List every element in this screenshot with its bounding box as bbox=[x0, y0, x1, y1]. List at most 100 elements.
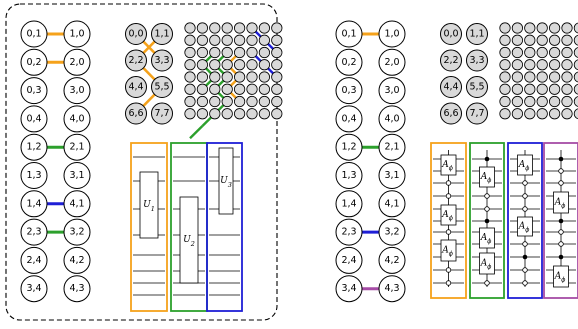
left-pair-node-0-b: 1,0 bbox=[63, 20, 91, 48]
right-control-dot bbox=[445, 180, 452, 186]
left-grid-site-label: 7,7 bbox=[154, 108, 169, 119]
left-grid-site-2: 2,2 bbox=[125, 49, 147, 72]
right-pair-node-5-b: 3,1 bbox=[378, 162, 406, 189]
left-grid-small-site bbox=[196, 95, 208, 108]
left-gate-subscript: 1 bbox=[151, 205, 155, 213]
left-grid-site-5: 5,5 bbox=[151, 76, 173, 98]
right-grid-small-site bbox=[524, 83, 536, 95]
left-grid-small-site bbox=[184, 71, 196, 83]
right-grid-small-site bbox=[573, 71, 578, 83]
right-control-dot bbox=[445, 267, 452, 273]
right-pair-node-9-b: 4,3 bbox=[378, 275, 406, 303]
left-grid-small-site bbox=[271, 95, 283, 108]
left-pair-node-label: 3,2 bbox=[69, 227, 84, 238]
left-pair-node-5-b: 3,1 bbox=[63, 162, 91, 189]
right-gate-subscript: ϕ bbox=[487, 264, 491, 271]
left-grid-small-site bbox=[234, 22, 246, 34]
right-grid-small-site bbox=[524, 34, 536, 46]
right-grid-small-site bbox=[573, 22, 578, 34]
right-gate-subscript: ϕ bbox=[449, 215, 453, 222]
right-control-dot bbox=[522, 241, 528, 247]
left-grid-site-label: 1,1 bbox=[154, 29, 169, 40]
right-grid-small-site bbox=[499, 46, 511, 59]
right-pair-node-7-b: 3,2 bbox=[378, 218, 406, 246]
right-control-dot bbox=[558, 229, 564, 235]
left-grid-small-site bbox=[246, 95, 258, 108]
left-panel-frame bbox=[5, 3, 278, 321]
right-grid-site-4: 4,4 bbox=[440, 76, 462, 98]
left-pair-node-label: 0,4 bbox=[26, 113, 41, 124]
left-grid-small-site bbox=[258, 22, 270, 34]
left-pair-node-label: 0,1 bbox=[26, 29, 41, 40]
left-grid-small-site bbox=[196, 46, 208, 59]
left-circuit-frame-3 bbox=[206, 142, 243, 312]
right-grid-small-site bbox=[561, 59, 573, 71]
right-gate-label: Aϕ bbox=[480, 172, 492, 184]
right-grid-small-site bbox=[511, 59, 524, 71]
right-pair-node-label: 4,2 bbox=[384, 255, 399, 266]
right-grid-site-label: 3,3 bbox=[469, 55, 484, 66]
left-grid-small-site bbox=[246, 22, 258, 34]
left-grid-small-site bbox=[221, 71, 233, 83]
right-grid-small-site bbox=[499, 22, 511, 34]
left-grid-small-site bbox=[184, 108, 196, 120]
right-control-dot bbox=[522, 254, 528, 260]
right-control-dot bbox=[522, 180, 528, 186]
right-control-dot bbox=[445, 280, 452, 286]
right-gate-a-phi: Aϕ bbox=[553, 265, 569, 288]
left-pair-node-2-a: 0,3 bbox=[20, 77, 48, 105]
left-grid-small-site bbox=[258, 95, 270, 108]
right-pair-node-5-a: 1,3 bbox=[335, 162, 363, 189]
left-pair-node-1-a: 0,2 bbox=[20, 48, 48, 76]
right-grid-small-site bbox=[499, 71, 511, 83]
left-grid-small-site bbox=[234, 71, 246, 83]
right-control-dot bbox=[484, 156, 490, 162]
left-grid-small-site bbox=[234, 83, 246, 95]
right-pair-node-7-a: 2,3 bbox=[335, 218, 363, 246]
left-grid-small-site bbox=[184, 34, 196, 46]
right-pair-node-label: 3,1 bbox=[384, 170, 399, 181]
right-pair-node-0-a: 0,1 bbox=[335, 20, 363, 48]
left-pair-node-8-b: 4,2 bbox=[63, 246, 91, 274]
left-grid-site-7: 7,7 bbox=[151, 102, 173, 125]
left-pair-node-9-a: 3,4 bbox=[20, 275, 48, 303]
left-pair-node-label: 1,4 bbox=[26, 198, 41, 209]
left-pair-node-label: 2,3 bbox=[26, 227, 41, 238]
right-grid-small-site bbox=[561, 83, 573, 95]
left-circuit-block-2: U2 bbox=[170, 142, 208, 312]
left-grid-small-site bbox=[258, 46, 270, 59]
right-gate-label: Aϕ bbox=[518, 160, 530, 172]
right-gate-label: Aϕ bbox=[480, 233, 492, 245]
right-pair-node-label: 4,1 bbox=[384, 198, 399, 209]
right-grid-small-site bbox=[548, 71, 561, 83]
right-grid-small-site bbox=[536, 46, 548, 59]
right-pair-node-label: 0,1 bbox=[341, 29, 356, 40]
right-control-dot bbox=[558, 180, 564, 186]
right-grid-site-0: 0,0 bbox=[440, 23, 462, 45]
left-grid-small-site bbox=[196, 22, 208, 34]
right-grid-small-site bbox=[511, 46, 524, 59]
left-gate-label: U3 bbox=[220, 176, 232, 189]
left-grid-small-site bbox=[196, 34, 208, 46]
right-control-dot bbox=[445, 193, 452, 199]
right-pair-node-0-b: 1,0 bbox=[378, 20, 406, 48]
left-gate-u1: U1 bbox=[139, 171, 159, 239]
right-pair-node-8-b: 4,2 bbox=[378, 246, 406, 274]
left-grid-site-3: 3,3 bbox=[151, 49, 173, 72]
left-grid-small-site bbox=[271, 46, 283, 59]
right-grid-small-site bbox=[511, 22, 524, 34]
right-gate-label: Aϕ bbox=[441, 246, 453, 258]
left-pair-node-label: 3,4 bbox=[26, 283, 41, 294]
left-pair-node-2-b: 3,0 bbox=[63, 77, 91, 105]
right-grid-small-site bbox=[536, 59, 548, 71]
left-grid-small-site bbox=[209, 34, 221, 46]
right-grid-small-site bbox=[536, 108, 548, 120]
right-pair-node-label: 1,2 bbox=[341, 142, 356, 153]
left-grid-site-label: 3,3 bbox=[154, 55, 169, 66]
right-grid-small-site bbox=[524, 46, 536, 59]
left-grid-small-site bbox=[246, 46, 258, 59]
left-grid-small-site bbox=[246, 34, 258, 46]
left-grid-site-label: 6,6 bbox=[128, 108, 143, 119]
